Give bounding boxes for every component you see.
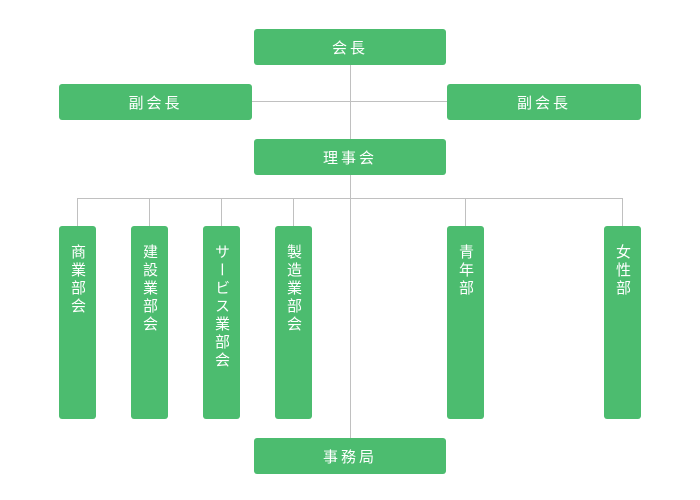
manufacturing-division-label: 製造業部会 <box>285 244 303 334</box>
vice-president-right-box: 副会長 <box>447 84 641 120</box>
women-division-label: 女性部 <box>614 244 632 298</box>
secretariat-box: 事務局 <box>254 438 446 474</box>
construction-division-box: 建設業部会 <box>131 226 168 419</box>
manufacturing-division-box: 製造業部会 <box>275 226 312 419</box>
board-box: 理事会 <box>254 139 446 175</box>
service-division-box: サービス業部会 <box>203 226 240 419</box>
vice-president-left-label: 副会長 <box>128 93 183 112</box>
president-label: 会長 <box>331 38 368 57</box>
women-division-box: 女性部 <box>604 226 641 419</box>
commerce-division-label: 商業部会 <box>69 244 87 316</box>
board-label: 理事会 <box>322 148 377 167</box>
commerce-division-box: 商業部会 <box>59 226 96 419</box>
vice-president-right-label: 副会長 <box>516 93 571 112</box>
secretariat-label: 事務局 <box>322 447 377 466</box>
youth-division-label: 青年部 <box>457 244 475 298</box>
service-division-label: サービス業部会 <box>213 244 231 370</box>
youth-division-box: 青年部 <box>447 226 484 419</box>
president-box: 会長 <box>254 29 446 65</box>
construction-division-label: 建設業部会 <box>141 244 159 334</box>
vice-president-left-box: 副会長 <box>59 84 252 120</box>
